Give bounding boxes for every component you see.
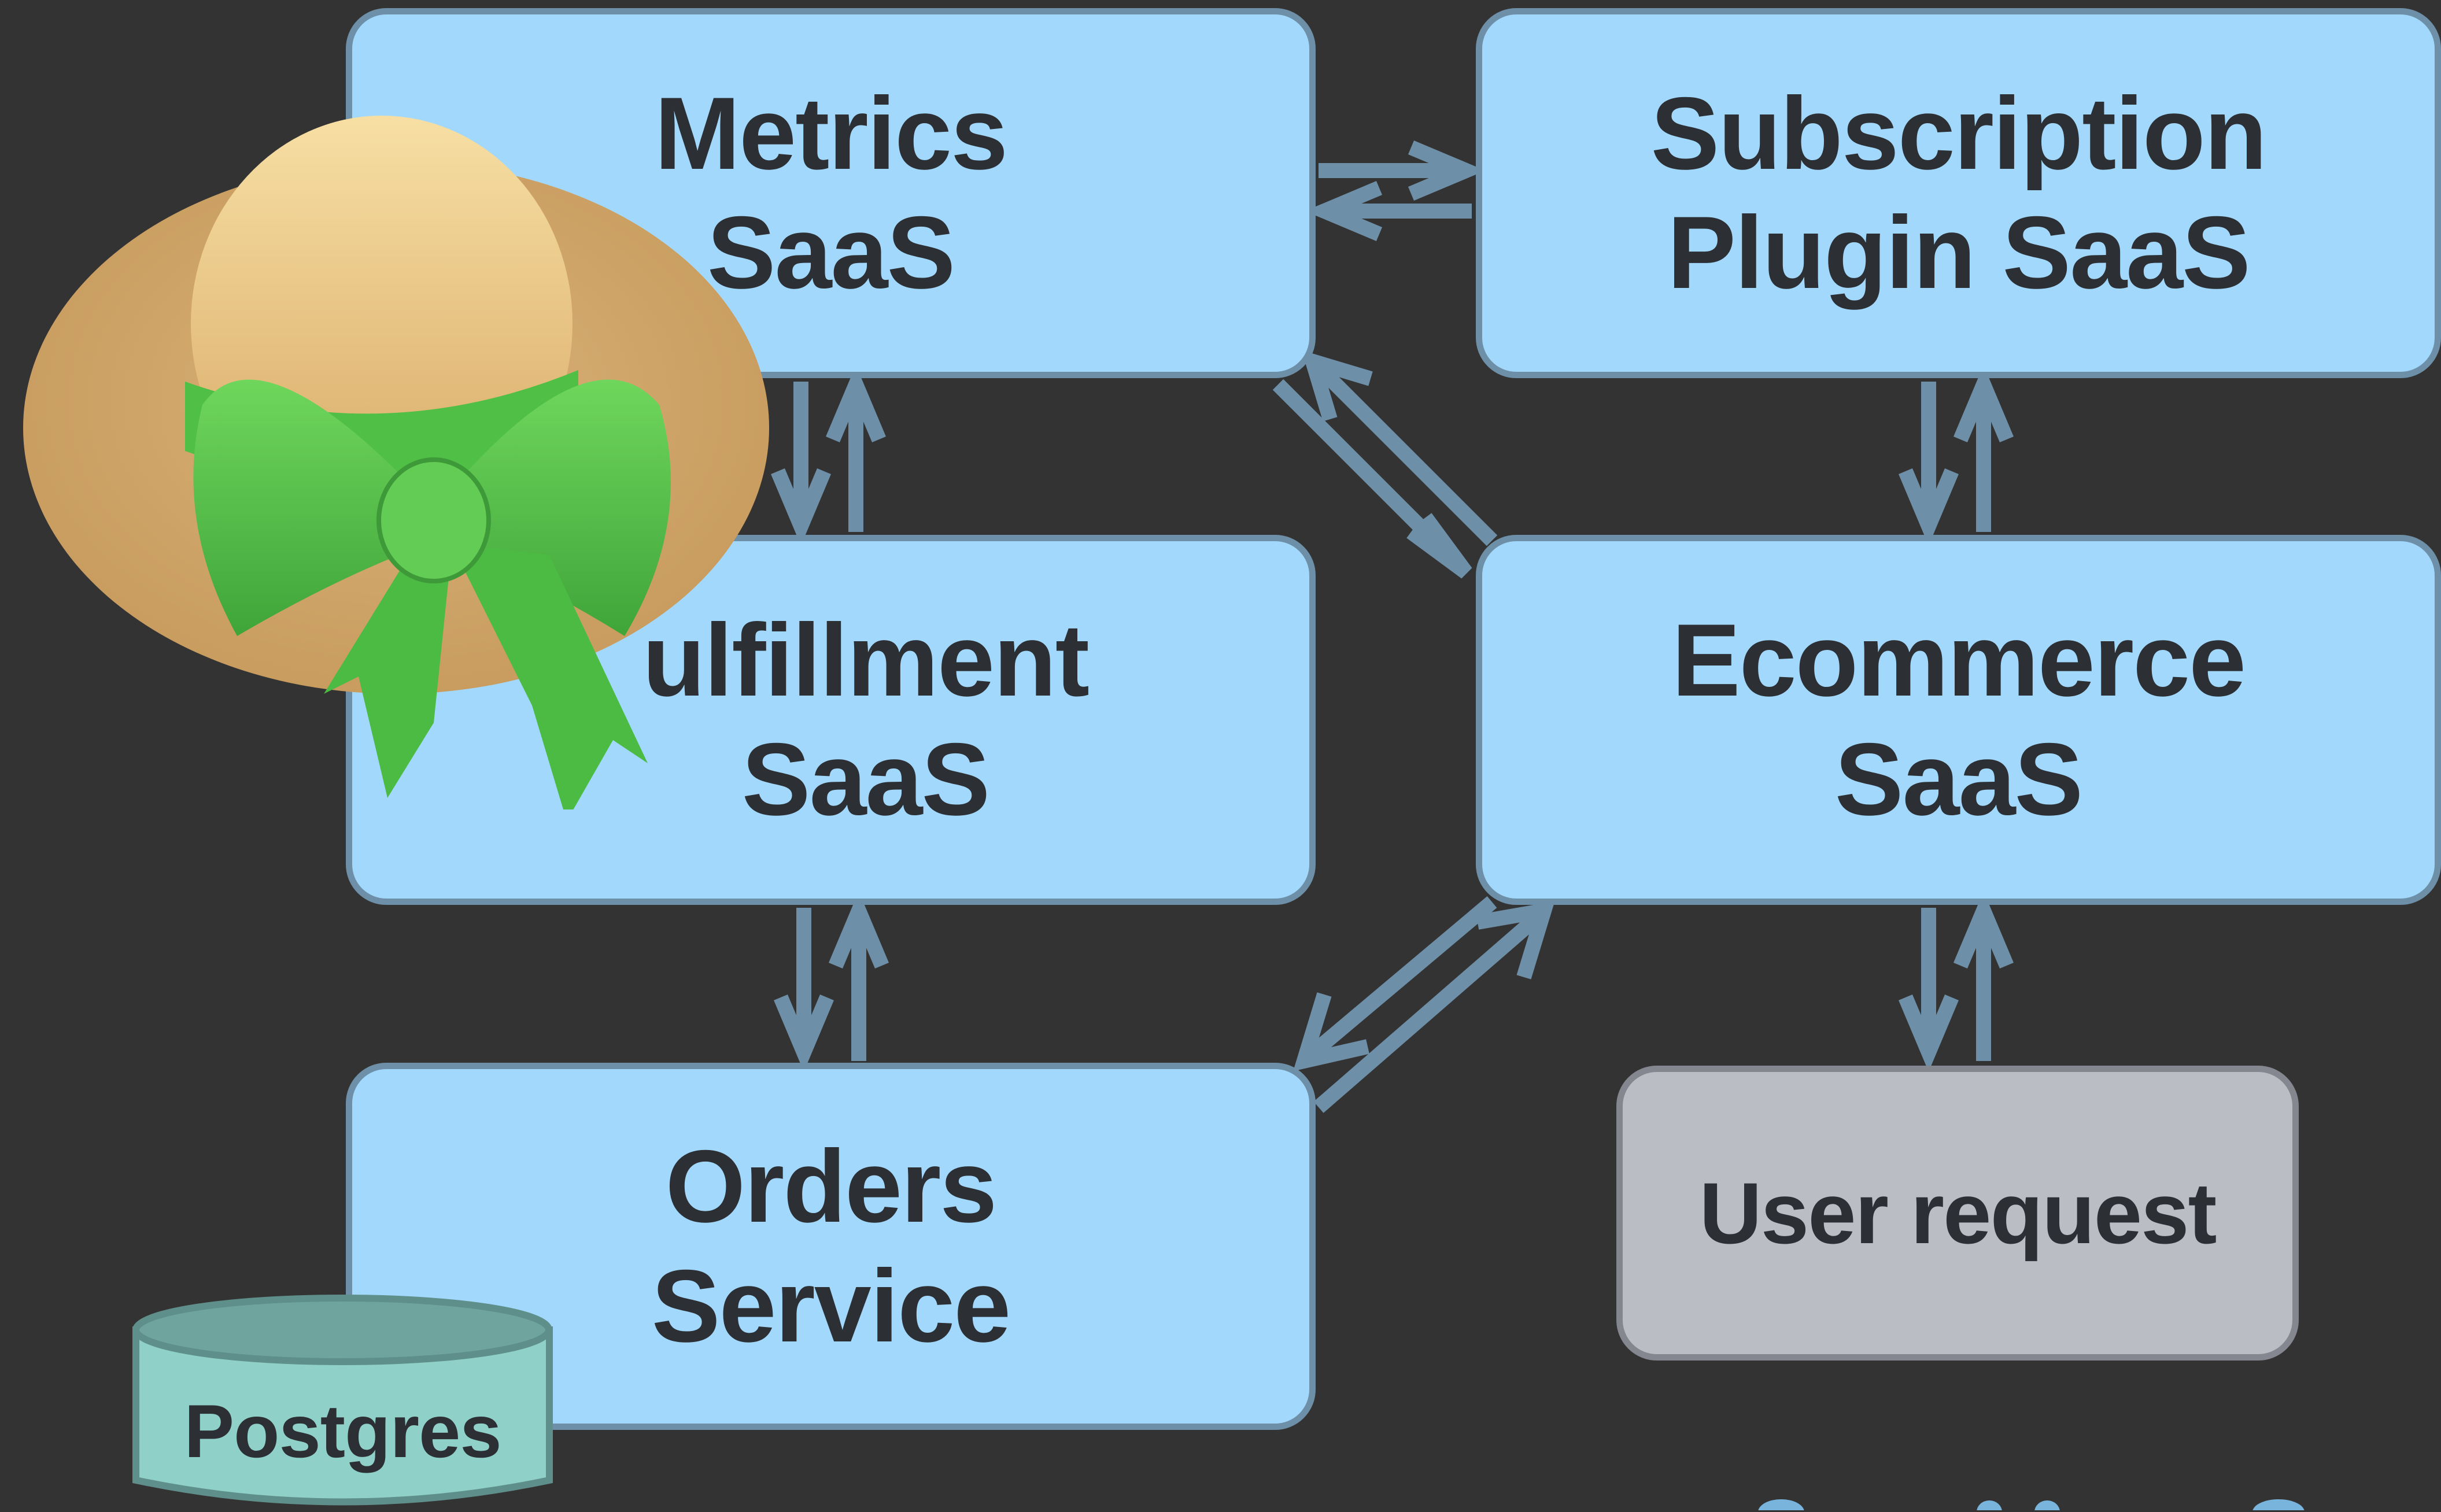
arrow-fulfillment-to-metrics [826, 365, 886, 532]
arrow-subscription-to-metrics [1305, 181, 1472, 241]
arrow-ecommerce-to-orders [1293, 896, 1497, 1071]
user-request-node: User request [1616, 1066, 2299, 1361]
user-request-label: User request [1699, 1165, 2217, 1262]
arrow-metrics-to-ecommerce [1272, 379, 1472, 579]
arrow-orders-to-ecommerce [1313, 901, 1555, 1113]
arrow-metrics-to-fulfillment [771, 382, 831, 546]
arrow-ecommerce-to-subscription [1953, 365, 2014, 532]
orders-service-label: Orders Service [651, 1129, 1011, 1363]
ecommerce-saas-node: Ecommerce SaaS [1476, 535, 2441, 905]
arrow-orders-to-fulfillment [829, 891, 889, 1061]
sun-hat-with-green-bow-icon [23, 116, 769, 809]
metrics-saas-label: Metrics SaaS [654, 75, 1008, 310]
ecommerce-saas-label: Ecommerce SaaS [1671, 602, 2246, 837]
postgres-label: Postgres [184, 1389, 501, 1473]
arrow-subscription-to-ecommerce [1899, 382, 1959, 546]
arrow-user-request-to-ecommerce [1953, 891, 2014, 1061]
arrow-ecommerce-to-metrics [1301, 350, 1498, 546]
cropped-bottom-text-fragment [1758, 1499, 2305, 1510]
subscription-plugin-saas-label: Subscription Plugin SaaS [1650, 75, 2268, 310]
subscription-plugin-saas-node: Subscription Plugin SaaS [1476, 8, 2441, 378]
fulfillment-saas-node: ulfillment SaaS [346, 535, 1316, 905]
arrow-metrics-to-subscription [1319, 141, 1486, 201]
fulfillment-saas-label: ulfillment SaaS [642, 602, 1090, 837]
arrow-ecommerce-to-user-request [1899, 908, 1959, 1072]
arrow-fulfillment-to-orders [774, 908, 834, 1072]
database-cylinder-icon [132, 1295, 553, 1506]
